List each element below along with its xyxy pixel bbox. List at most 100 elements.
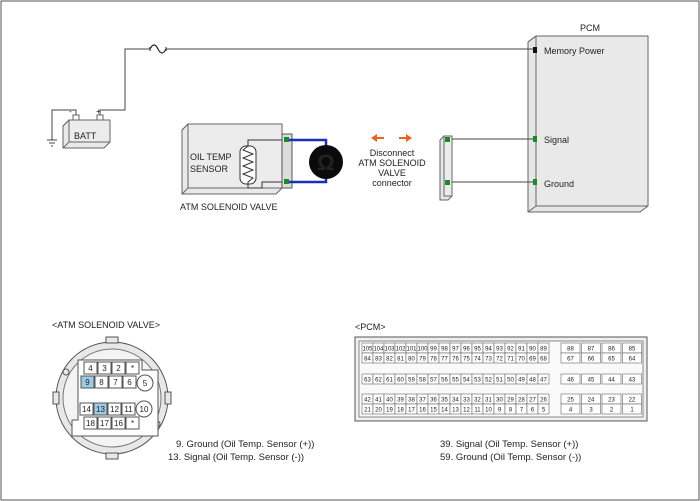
pcm-pin: 48 (529, 377, 536, 383)
pcm-pin: 89 (540, 346, 547, 352)
pcm-ground-label: Ground (544, 179, 574, 189)
pcm-pin: 59 (408, 377, 415, 383)
pcm-pin: 102 (395, 346, 406, 352)
pcm-pin: 31 (485, 397, 492, 403)
pcm-pin: 77 (441, 356, 448, 362)
pcm-pin: 101 (406, 346, 417, 352)
battery-plus-label: + (96, 106, 101, 116)
pcm-pin: 57 (430, 377, 437, 383)
pcm-pin: 49 (518, 377, 525, 383)
pcm-pin: 64 (629, 356, 636, 362)
pcm-title: PCM (580, 23, 600, 33)
disconnect-line4: connector (372, 178, 412, 188)
pcm-pin: 50 (507, 377, 514, 383)
pcm-pin: 66 (588, 356, 595, 362)
pcm-pin: 38 (408, 397, 415, 403)
disconnect-line2: ATM SOLENOID (358, 158, 426, 168)
pcm-pin: 25 (567, 397, 574, 403)
pcm-pin-cell (537, 403, 550, 415)
disconnect-line1: Disconnect (370, 148, 415, 158)
pcm-pin-cell (581, 352, 601, 364)
pcm-pin: 63 (364, 377, 371, 383)
pcm-pin: 5 (542, 407, 546, 413)
pcm-pin: 82 (386, 356, 393, 362)
pcm-pin: 52 (485, 377, 492, 383)
pcm-pin: 93 (496, 346, 503, 352)
pcm-pin-cell (581, 373, 601, 385)
pcm-pin: 81 (397, 356, 404, 362)
pcm-pin: 15 (430, 407, 437, 413)
pcm-pin: 73 (485, 356, 492, 362)
pcm-pin: 26 (540, 397, 547, 403)
pcm-pin: 98 (441, 346, 448, 352)
pcm-pin: 8 (509, 407, 513, 413)
fuse-icon (149, 44, 167, 54)
pcm-pin: 39 (397, 397, 404, 403)
atm-pin: * (131, 419, 134, 428)
pcm-pin: 79 (419, 356, 426, 362)
pcm-pin-cell (560, 373, 581, 385)
pcm-pin: 32 (474, 397, 481, 403)
pcm-pin: 99 (430, 346, 437, 352)
pcm-pin: 72 (496, 356, 503, 362)
pcm-pin: 69 (529, 356, 536, 362)
pcm-pin: 44 (608, 377, 615, 383)
ohmmeter: Ω (289, 138, 343, 184)
atm-pin: 12 (110, 405, 119, 414)
pcm-pin: 62 (375, 377, 382, 383)
pcm-pin: 47 (540, 377, 547, 383)
pcm-pin: 43 (629, 377, 636, 383)
pcm-pin: 80 (408, 356, 415, 362)
pcm-pin: 22 (629, 397, 636, 403)
pcm-pin: 34 (452, 397, 459, 403)
pcm-pin: 12 (463, 407, 470, 413)
pcm-pin: 86 (608, 346, 615, 352)
pcm-pin: 41 (375, 397, 382, 403)
pcm-pin: 46 (567, 377, 574, 383)
disconnect-line3: VALVE (378, 168, 406, 178)
pcm-signal-pin (533, 136, 537, 142)
pcm-pin: 97 (452, 346, 459, 352)
pcm-pin-cell (601, 373, 622, 385)
atm-pin: 10 (140, 405, 149, 414)
pcm-pin: 35 (441, 397, 448, 403)
pcm-pin: 92 (507, 346, 514, 352)
sensor-component-label: ATM SOLENOID VALVE (180, 202, 278, 212)
atm-pin: 7 (113, 378, 118, 387)
pcm-pin: 37 (419, 397, 426, 403)
pcm-pin: 61 (386, 377, 393, 383)
pcm-pin: 55 (452, 377, 459, 383)
atm-pin-row3: 14 13 12 11 10 (79, 400, 153, 418)
pcm-pin: 67 (567, 356, 574, 362)
disconnect-arrows-icon (371, 134, 412, 142)
pcm-pin-cell (622, 373, 642, 385)
pcm-pin: 53 (474, 377, 481, 383)
oil-temp-sensor: OIL TEMP SENSOR ATM SOLENOID VALVE (180, 123, 293, 212)
pcm-pin: 11 (474, 407, 481, 413)
atm-pin: 18 (86, 419, 95, 428)
pcm-pin: 87 (588, 346, 595, 352)
pcm-pin: 6 (531, 407, 535, 413)
pcm-pin: 94 (485, 346, 492, 352)
pcm-pin: 21 (364, 407, 371, 413)
pcm-pin: 28 (518, 397, 525, 403)
pcm-pin: 2 (610, 407, 614, 413)
pcm-pin: 33 (463, 397, 470, 403)
atm-note: 9. Ground (Oil Temp. Sensor (+)) (176, 439, 314, 450)
atm-pin: 3 (102, 364, 107, 373)
battery: - + BATT (47, 106, 111, 149)
pcm-pin: 1 (630, 407, 634, 413)
pcm-pin: 58 (419, 377, 426, 383)
pcm-pin: 4 (569, 407, 573, 413)
ground-icon (47, 139, 57, 147)
pcm-pin: 42 (364, 397, 371, 403)
pcm-pin: 100 (417, 346, 428, 352)
pcm-pin: 18 (397, 407, 404, 413)
pcm-pin: 104 (373, 346, 384, 352)
atm-pin: 13 (96, 405, 105, 414)
pcm-pin: 3 (589, 407, 593, 413)
disconnect-callout: Disconnect ATM SOLENOID VALVE connector (358, 134, 426, 188)
pcm-pin: 7 (520, 407, 524, 413)
